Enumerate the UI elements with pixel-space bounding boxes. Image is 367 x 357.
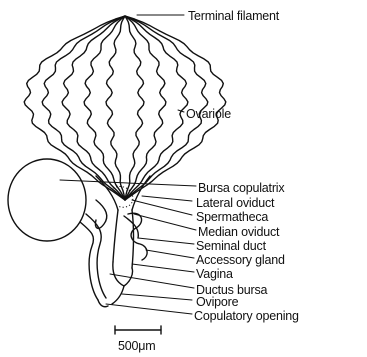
label-bursa-copulatrix: Bursa copulatrix [198, 181, 285, 195]
ovariole-strand [84, 16, 125, 200]
ovariole-strand [125, 16, 144, 200]
leader-ovipore [122, 294, 192, 300]
leader-accessory-gland [146, 250, 194, 258]
scale-bar-label: 500μm [118, 339, 155, 353]
ovariole-strand [42, 16, 125, 200]
label-ovipore: Ovipore [196, 295, 239, 309]
scale-bar: 500μm [115, 326, 161, 353]
vagina-shape [113, 262, 133, 286]
label-vagina: Vagina [196, 267, 233, 281]
leader-seminal-duct [138, 238, 194, 244]
label-seminal-duct: Seminal duct [196, 239, 267, 253]
leader-lateral-oviduct [142, 196, 192, 201]
leader-vagina [132, 264, 194, 272]
label-accessory-gland: Accessory gland [196, 253, 285, 267]
ovariole-strand [106, 16, 125, 200]
median-oviduct-shape [113, 210, 134, 268]
ovipore-shape [112, 286, 124, 304]
label-spermatheca: Spermatheca [196, 210, 268, 224]
label-ovariole: Ovariole [186, 107, 231, 121]
label-terminal-filament: Terminal filament [188, 9, 280, 23]
bursa-copulatrix-shape [8, 159, 86, 241]
leader-spermatheca [132, 200, 192, 215]
ovariole-strand [125, 16, 166, 200]
label-lateral-oviduct: Lateral oviduct [196, 196, 275, 210]
leader-bursa-copulatrix [60, 180, 196, 186]
ductus-bursa-loop [95, 200, 106, 228]
copulatory-opening-shape [98, 300, 108, 307]
leader-median-oviduct [134, 214, 196, 230]
label-copulatory-opening: Copulatory opening [194, 309, 299, 323]
leader-copulatory-opening [106, 304, 192, 314]
label-median-oviduct: Median oviduct [198, 225, 280, 239]
